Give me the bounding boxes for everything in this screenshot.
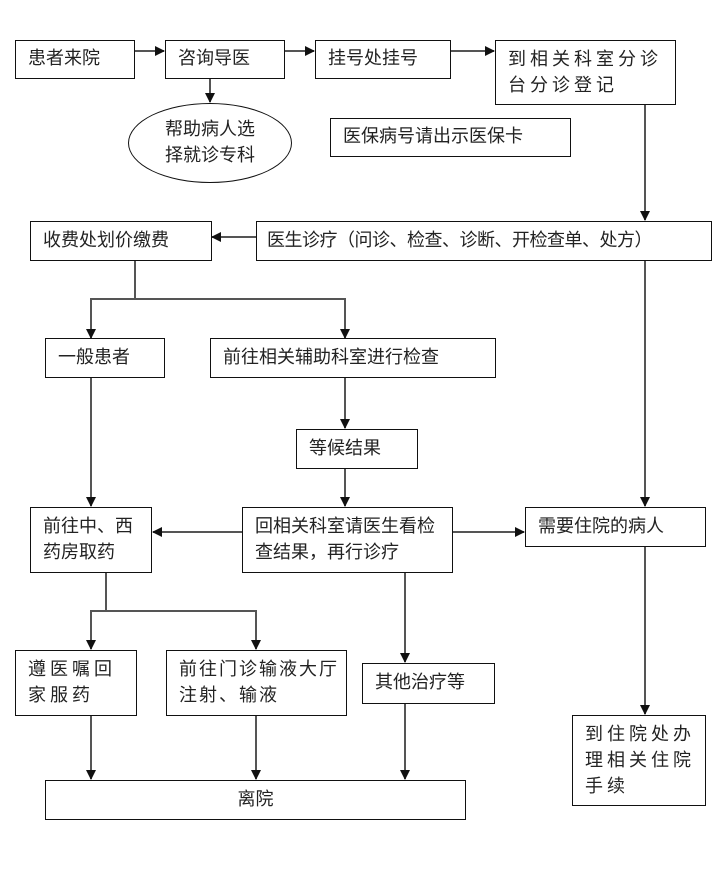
node-other-treatment: 其他治疗等 xyxy=(362,663,495,704)
node-home-medicine: 遵医嘱回家服药 xyxy=(15,650,137,716)
node-arrive: 患者来院 xyxy=(15,40,135,79)
node-triage: 到相关科室分诊台分诊登记 xyxy=(495,40,676,105)
node-general-patient: 一般患者 xyxy=(45,338,165,378)
node-register: 挂号处挂号 xyxy=(315,40,451,79)
node-aux-exam: 前往相关辅助科室进行检查 xyxy=(210,338,496,378)
node-need-inpatient: 需要住院的病人 xyxy=(525,507,706,547)
node-doctor: 医生诊疗（问诊、检查、诊断、开检查单、处方） xyxy=(256,221,712,261)
node-leave: 离院 xyxy=(45,780,466,820)
node-wait-result: 等候结果 xyxy=(296,429,418,469)
node-insurance-note: 医保病号请出示医保卡 xyxy=(330,118,571,157)
connector-payment-split xyxy=(86,260,136,339)
connector-payment-to-exam xyxy=(135,298,350,339)
node-pharmacy: 前往中、西药房取药 xyxy=(30,507,152,573)
connector-pharmacy-to-home xyxy=(86,572,107,650)
node-payment: 收费处划价缴费 xyxy=(30,221,212,261)
connector-pharmacy-to-infusion xyxy=(106,610,261,650)
node-infusion: 前往门诊输液大厅注射、输液 xyxy=(166,650,347,716)
node-consult: 咨询导医 xyxy=(165,40,285,79)
node-help-choose: 帮助病人选择就诊专科 xyxy=(128,103,292,183)
node-review: 回相关科室请医生看检查结果，再行诊疗 xyxy=(242,507,453,573)
node-admission: 到住院处办理相关住院手续 xyxy=(572,715,706,806)
